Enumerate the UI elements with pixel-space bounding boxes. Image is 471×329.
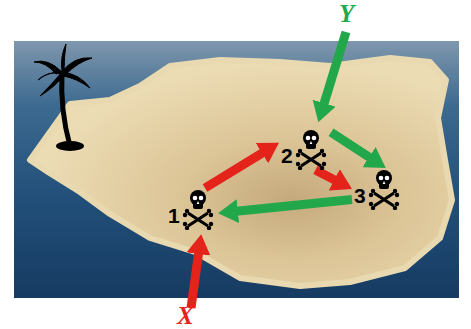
marker-number: 3 bbox=[354, 185, 366, 207]
marker-number: 2 bbox=[281, 145, 293, 167]
crossbone bbox=[188, 213, 208, 226]
skull-eye bbox=[199, 196, 204, 201]
skull-eye bbox=[312, 136, 317, 141]
skull-crossbones bbox=[182, 188, 214, 230]
skull-nose bbox=[383, 181, 386, 184]
skull-head bbox=[303, 130, 319, 146]
bone-knob bbox=[393, 206, 397, 210]
palm-tree bbox=[34, 44, 92, 151]
treasure-marker: 1 bbox=[166, 188, 218, 230]
skull-eye bbox=[193, 196, 198, 201]
bone-knob bbox=[207, 226, 211, 230]
bone-knob bbox=[322, 162, 326, 166]
skull-crossbones bbox=[295, 128, 327, 170]
bone-knob bbox=[209, 222, 213, 226]
bone-knob bbox=[185, 226, 189, 230]
route-arrow bbox=[205, 151, 265, 188]
ocean bbox=[14, 41, 459, 298]
bone-knob bbox=[393, 189, 397, 193]
bone-knob bbox=[296, 153, 300, 157]
bone-knob bbox=[320, 149, 324, 153]
skull-jaw bbox=[306, 141, 316, 149]
skull-jaw bbox=[379, 181, 389, 189]
bone-knob bbox=[298, 149, 302, 153]
bone-knob bbox=[298, 166, 302, 170]
marker-number: 1 bbox=[168, 205, 180, 227]
bone-knob bbox=[369, 193, 373, 197]
bone-knob bbox=[371, 206, 375, 210]
crossbone bbox=[188, 213, 208, 226]
route-arrow bbox=[234, 200, 352, 212]
route-arrow bbox=[331, 132, 372, 159]
treasure-marker: 3 bbox=[352, 168, 404, 210]
skull-eye bbox=[379, 176, 384, 181]
path-letter: X bbox=[177, 303, 194, 329]
bone-knob bbox=[185, 209, 189, 213]
bone-knob bbox=[395, 202, 399, 206]
skull-jaw bbox=[193, 201, 203, 209]
bone-knob bbox=[183, 222, 187, 226]
skull-head bbox=[190, 190, 206, 206]
skull-crossbones bbox=[368, 168, 400, 210]
route-arrow bbox=[315, 170, 337, 182]
crossbone bbox=[301, 153, 321, 166]
entry-arrow bbox=[323, 32, 346, 107]
skull-nose bbox=[197, 201, 200, 204]
treasure-marker: 2 bbox=[279, 128, 331, 170]
skull-eye bbox=[306, 136, 311, 141]
bone-knob bbox=[320, 166, 324, 170]
crossbone bbox=[374, 193, 394, 206]
island bbox=[30, 58, 452, 286]
skull-head bbox=[376, 170, 392, 186]
path-letter: Y bbox=[339, 1, 354, 27]
bone-knob bbox=[207, 209, 211, 213]
bone-knob bbox=[395, 193, 399, 197]
bone-knob bbox=[209, 213, 213, 217]
skull-eye bbox=[385, 176, 390, 181]
bone-knob bbox=[183, 213, 187, 217]
bone-knob bbox=[296, 162, 300, 166]
skull-nose bbox=[310, 141, 313, 144]
bone-knob bbox=[322, 153, 326, 157]
bone-knob bbox=[371, 189, 375, 193]
crossbone bbox=[301, 153, 321, 166]
crossbone bbox=[374, 193, 394, 206]
entry-arrow bbox=[191, 250, 199, 308]
bone-knob bbox=[369, 202, 373, 206]
